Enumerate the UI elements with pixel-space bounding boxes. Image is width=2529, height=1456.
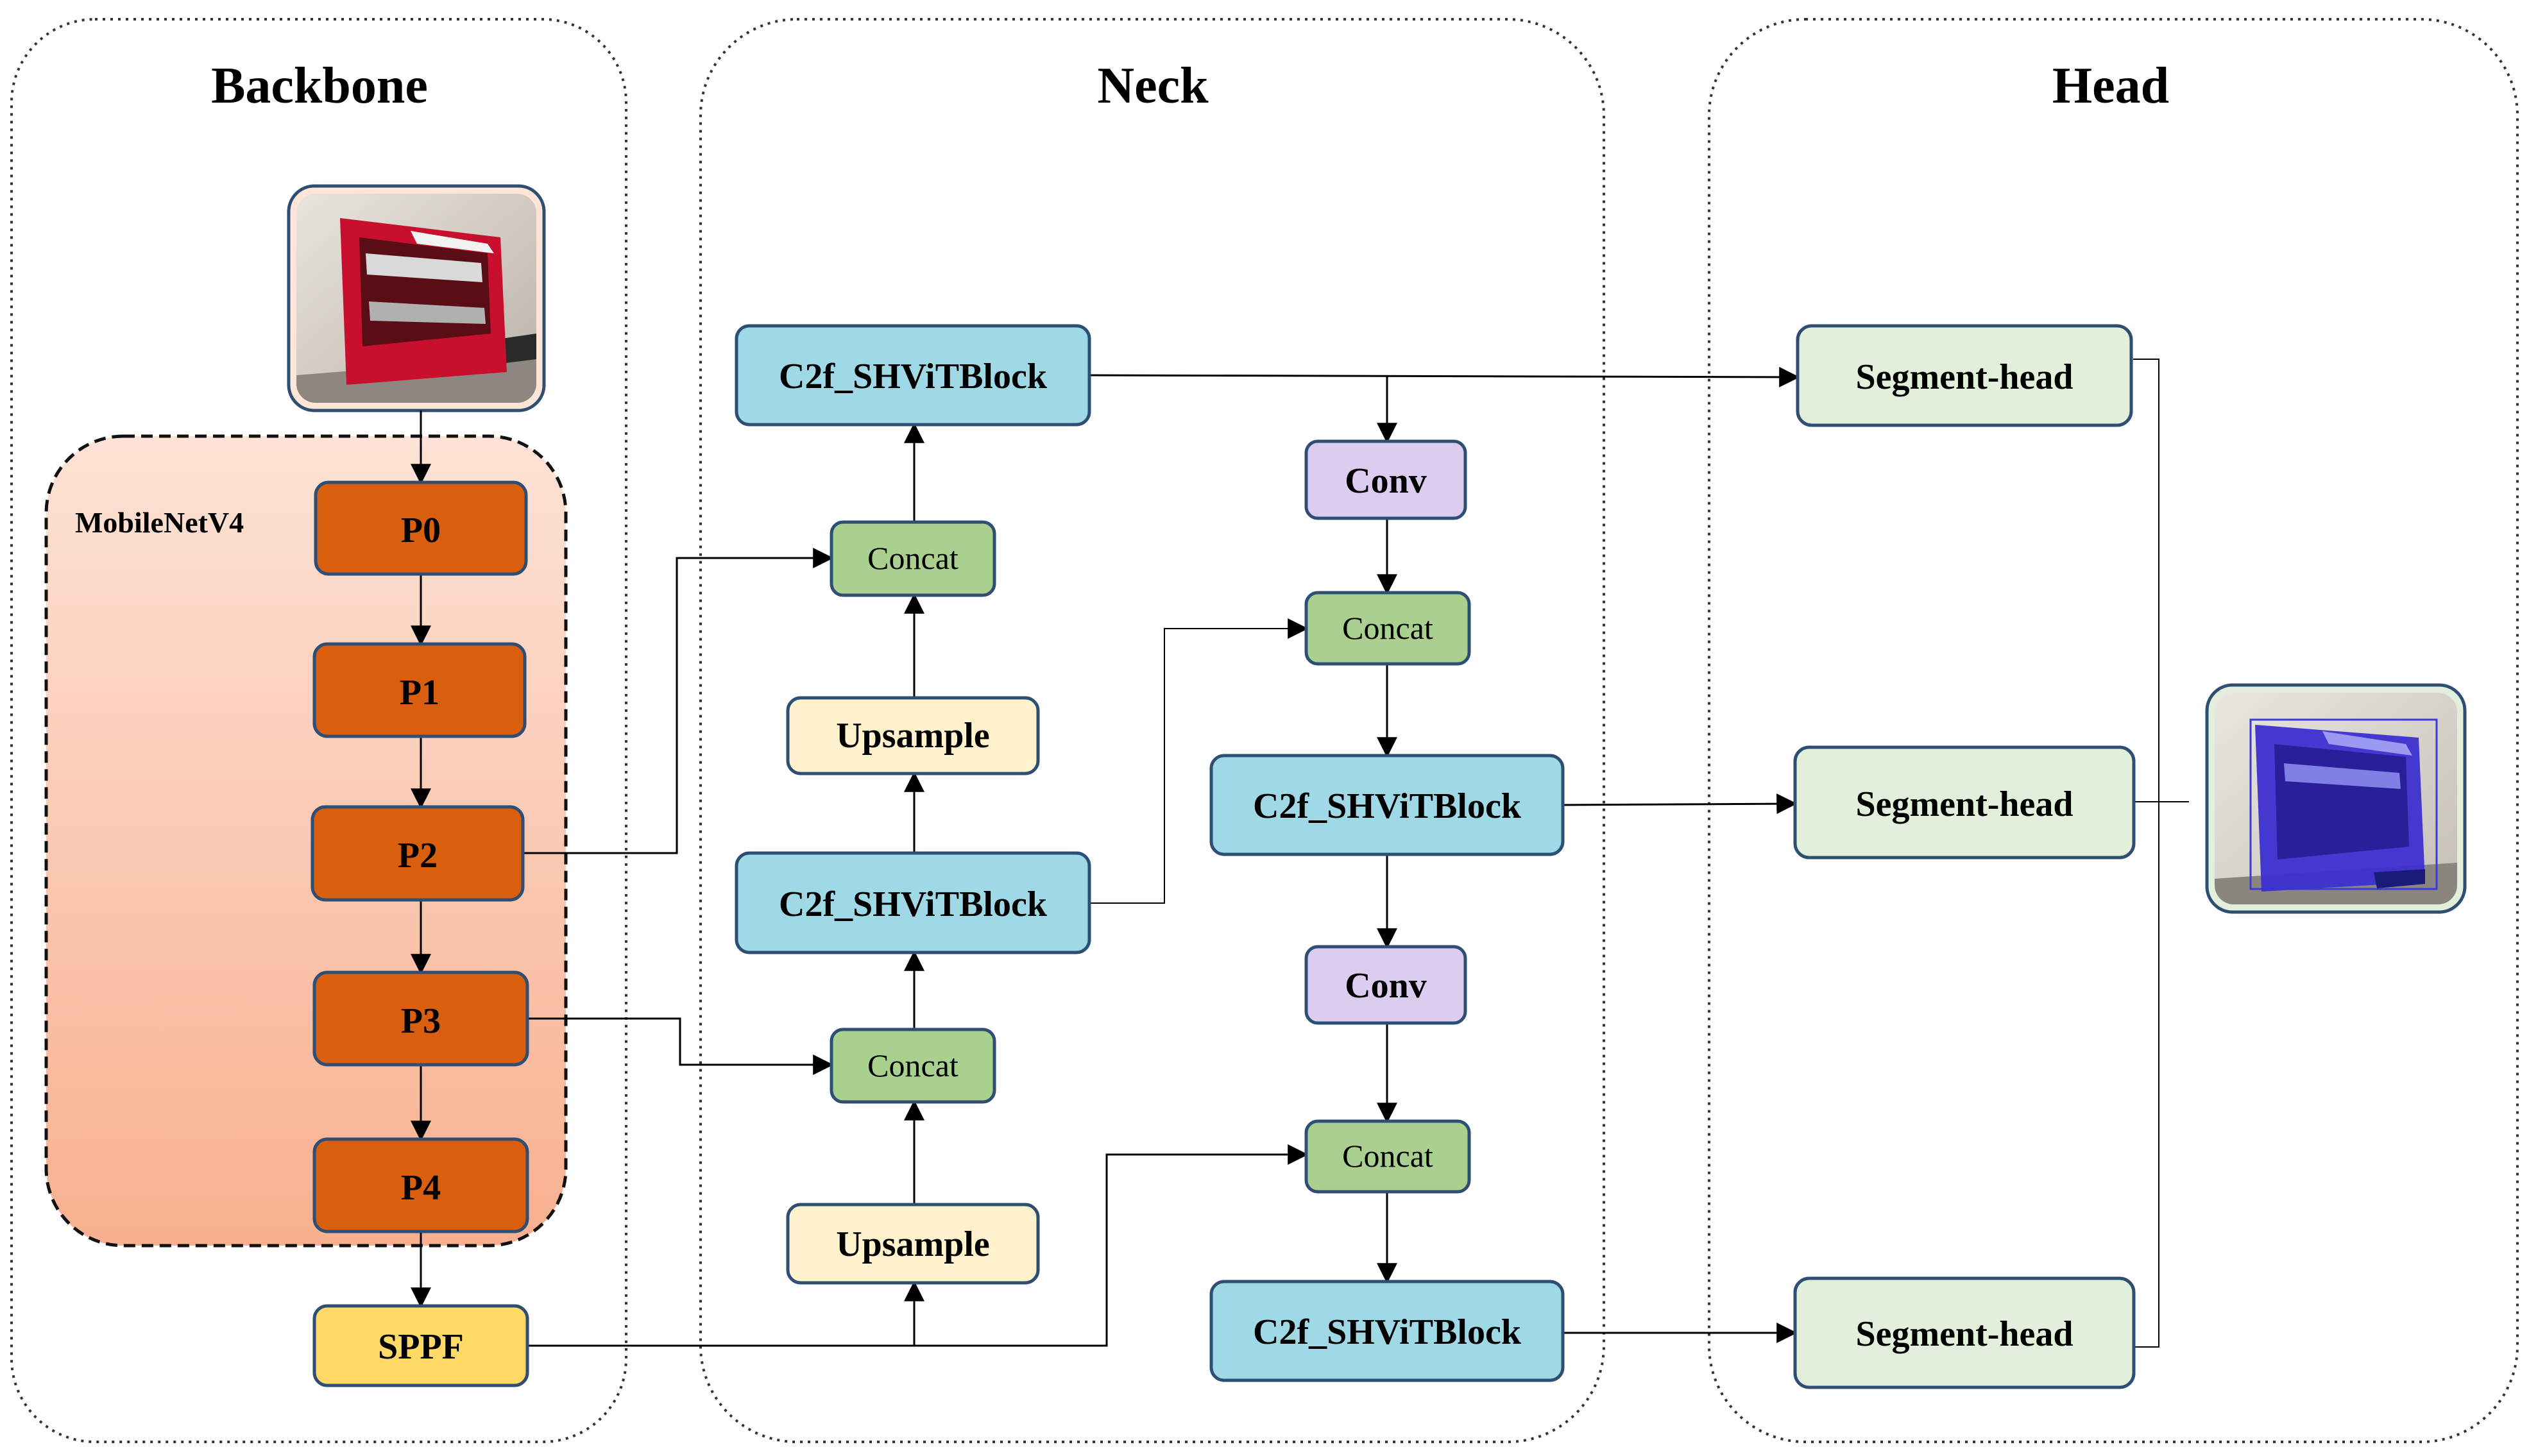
upsample-1-label: Upsample xyxy=(836,716,990,756)
edge-p2-concat1 xyxy=(523,548,834,854)
stage-p2-box xyxy=(311,805,525,902)
concat-3-label: Concat xyxy=(1342,610,1433,646)
stage-p1-label: P1 xyxy=(400,673,439,713)
stage-p0-box xyxy=(314,480,528,576)
head-panel xyxy=(1708,18,2519,1443)
backbone-title: Backbone xyxy=(211,58,428,114)
concat-2-label: Concat xyxy=(867,1047,958,1083)
stage-p4-box xyxy=(312,1137,529,1233)
concat-4-label: Concat xyxy=(1342,1138,1433,1174)
c2f-top-label: C2f_SHViTBlock xyxy=(779,357,1048,396)
conv-2-label: Conv xyxy=(1345,966,1427,1006)
upsample-2-label: Upsample xyxy=(836,1224,990,1264)
edge-c2ftop-seghead1 xyxy=(1089,366,1800,387)
segment-head-3-label: Segment-head xyxy=(1855,1314,2073,1354)
sppf-box xyxy=(312,1304,529,1387)
edge-sppf-concat4 xyxy=(527,1144,1309,1347)
edge-p3-concat2 xyxy=(527,1017,834,1075)
segment-head-1-label: Segment-head xyxy=(1855,357,2073,397)
edge-c2fml-concat3 xyxy=(1089,618,1309,904)
mobilenetv4-label: MobileNetV4 xyxy=(75,506,244,539)
stage-p4-label: P4 xyxy=(401,1168,441,1208)
conv-1-label: Conv xyxy=(1345,461,1427,501)
c2f-top-box xyxy=(735,324,1091,427)
stage-p2-label: P2 xyxy=(398,836,438,876)
concat-1-label: Concat xyxy=(867,540,958,576)
concat-1-box xyxy=(830,520,996,597)
head-merge-bracket xyxy=(2133,359,2189,1348)
concat-4-box xyxy=(1304,1119,1471,1194)
conv-1-box xyxy=(1304,439,1467,520)
input-image xyxy=(287,184,546,412)
stage-p3-box xyxy=(312,970,529,1067)
c2f-mid-left-box xyxy=(735,851,1091,954)
neck-title: Neck xyxy=(1097,58,1209,114)
neck-panel xyxy=(699,18,1605,1443)
sppf-label: SPPF xyxy=(378,1327,464,1367)
upsample-1-box xyxy=(786,696,1040,775)
stage-p3-label: P3 xyxy=(401,1001,441,1041)
head-title: Head xyxy=(2052,58,2169,114)
segment-head-1-box xyxy=(1796,324,2133,427)
c2f-mid-right-box xyxy=(1209,754,1565,856)
concat-3-box xyxy=(1304,591,1471,666)
c2f-mid-right-label: C2f_SHViTBlock xyxy=(1253,786,1522,826)
stage-p1-box xyxy=(312,642,527,738)
edge-c2fmr-seghead2 xyxy=(1562,793,1798,815)
conv-2-box xyxy=(1304,945,1467,1025)
backbone-panel xyxy=(10,18,627,1443)
c2f-mid-left-label: C2f_SHViTBlock xyxy=(779,885,1048,924)
c2f-bottom-label: C2f_SHViTBlock xyxy=(1253,1312,1522,1352)
concat-2-box xyxy=(830,1028,996,1104)
output-image xyxy=(2205,683,2467,914)
stage-p0-label: P0 xyxy=(401,511,441,550)
segment-head-2-box xyxy=(1793,745,2136,859)
c2f-bottom-box xyxy=(1209,1280,1565,1382)
upsample-2-box xyxy=(786,1203,1040,1285)
segment-head-3-box xyxy=(1793,1276,2136,1389)
segment-head-2-label: Segment-head xyxy=(1855,784,2073,824)
